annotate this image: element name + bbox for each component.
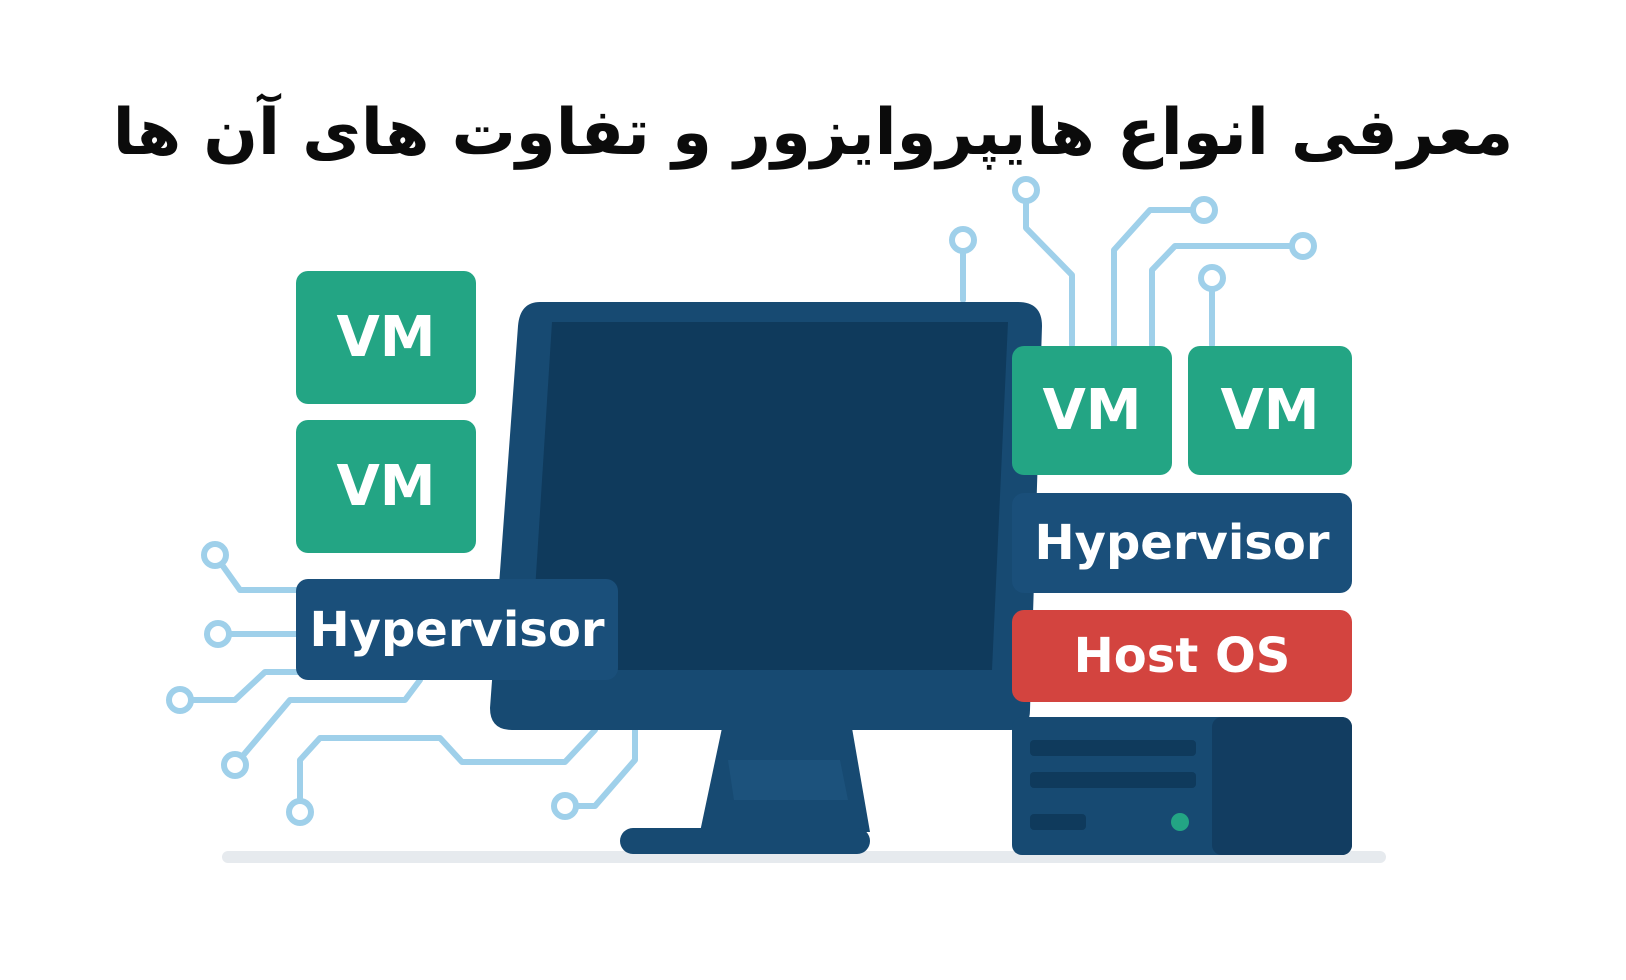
right-vm-box-2: VM — [1188, 346, 1352, 475]
right-vm-box-1: VM — [1012, 346, 1172, 475]
monitor-screen — [530, 322, 1008, 670]
circuit-lines-left — [177, 552, 638, 815]
left-hypervisor-label: Hypervisor — [309, 601, 605, 658]
right-vm-label-1: VM — [1042, 378, 1142, 443]
left-vm-label-2: VM — [336, 454, 436, 519]
right-hypervisor-box: Hypervisor — [1012, 493, 1352, 593]
monitor-stand — [620, 728, 870, 854]
circuit-nodes-top — [949, 176, 1317, 292]
right-vm-label-2: VM — [1220, 378, 1320, 443]
left-vm-label-1: VM — [336, 305, 436, 370]
left-hypervisor-box: Hypervisor — [296, 579, 618, 680]
left-vm-box-2: VM — [296, 420, 476, 553]
host-os-box: Host OS — [1012, 610, 1352, 702]
page-title: معرفی انواع هایپروایزور و تفاوت های آن ه… — [112, 96, 1514, 170]
server-tower — [1012, 717, 1352, 855]
right-hypervisor-label: Hypervisor — [1034, 515, 1330, 571]
host-os-label: Host OS — [1073, 628, 1291, 684]
left-vm-box-1: VM — [296, 271, 476, 404]
monitor — [490, 302, 1042, 730]
circuit-nodes-left — [166, 541, 579, 826]
